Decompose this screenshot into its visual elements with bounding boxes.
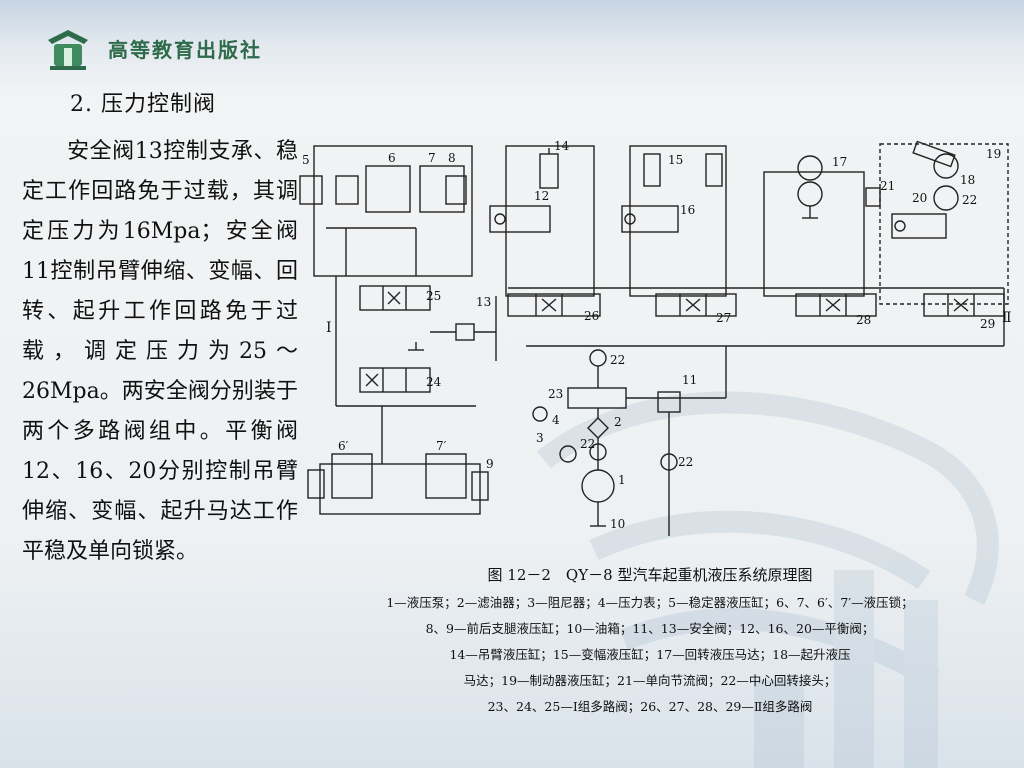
cylinder-14 [539,153,559,189]
cylinder-9 [471,471,489,501]
lock-6-prime [331,453,373,499]
balance-valve-20 [891,213,947,239]
label-15: 15 [668,153,683,167]
lock-7 [419,165,465,213]
label-17: 17 [832,155,847,169]
label-14: 14 [554,139,570,153]
label-22-top: 22 [962,193,977,207]
label-7-prime: 7′ [436,439,447,453]
hoist-motor-18 [933,153,959,179]
publisher-logo-icon [48,30,88,70]
valve-24 [359,367,431,393]
label-16: 16 [680,203,695,217]
label-27: 27 [716,311,731,325]
label-19: 19 [986,147,1001,161]
valve-27 [655,293,737,317]
label-8: 8 [448,151,456,165]
label-12: 12 [534,189,549,203]
body-paragraph: 安全阀13控制支承、稳定工作回路免于过载，其调定压力为16Mpa；安全阀11控制… [22,139,298,564]
valve-26 [507,293,601,317]
valve-25 [359,285,431,311]
label-7: 7 [428,151,436,165]
label-24: 24 [426,375,442,389]
pump-1 [581,469,615,503]
label-20: 20 [912,191,927,205]
lock-7-prime [425,453,467,499]
label-11: 11 [682,373,697,387]
valve-13 [455,323,475,341]
legend-line-3: 14—吊臂液压缸；15—变幅液压缸；17—回转液压马达；18—起升液压 [449,647,851,662]
label-28: 28 [856,313,871,327]
outrigger-block-front [313,145,473,277]
label-22-c: 22 [678,455,693,469]
label-22-b: 22 [580,437,595,451]
rotary-joint-22a [589,349,607,367]
label-10: 10 [610,517,625,531]
label-13: 13 [476,295,491,309]
safety-valve-11 [657,391,681,413]
publisher-name: 高等教育出版社 [108,38,262,62]
slewing-motor-17 [797,155,823,181]
label-26: 26 [584,309,599,323]
pressure-gauge-4 [532,406,548,422]
label-1: 1 [618,473,626,487]
valve-28 [795,293,877,317]
legend-line-4: 马达；19—制动器液压缸；21—单向节流阀；22—中心回转接头； [463,673,837,688]
figure-caption: 图 12－2 QY－8 型汽车起重机液压系统原理图 [487,566,813,584]
balance-valve-12 [489,205,551,233]
legend-line-2: 8、9—前后支腿液压缸；10—油箱；11、13—安全阀；12、16、20—平衡阀… [425,621,875,636]
cylinder-5 [299,175,323,205]
label-29: 29 [980,317,995,331]
brake-cylinder-19 [912,140,956,168]
rotary-joint-22c [660,453,678,471]
section-heading: 2. 压力控制阀 [70,92,216,117]
cylinder-8 [445,175,467,205]
label-6: 6 [388,151,396,165]
label-25: 25 [426,289,441,303]
throttle-valve-21 [865,187,881,207]
valve-23 [567,387,627,409]
label-2: 2 [614,415,622,429]
legend-line-5: 23、24、25—Ⅰ组多路阀；26、27、28、29—Ⅱ组多路阀 [487,699,813,714]
label-roman-2: Ⅱ [1002,310,1012,326]
label-3: 3 [536,431,544,445]
label-22-a: 22 [610,353,625,367]
hydraulic-schematic: 5 6 7 8 14 12 15 16 17 19 18 20 21 22 25… [299,139,1012,536]
lock-6 [365,165,411,213]
legend-line-1: 1—液压泵；2—滤油器；3—阻尼器；4—压力表；5—稳定器液压缸；6、7、6′、… [386,595,914,610]
label-6-prime: 6′ [338,439,349,453]
label-9: 9 [486,457,494,471]
watermark-graphic [537,391,999,768]
balance-valve-16 [621,205,679,233]
cylinder-15 [643,153,661,187]
label-4: 4 [552,413,560,427]
label-5: 5 [302,153,310,167]
label-18: 18 [960,173,975,187]
label-23: 23 [548,387,563,401]
label-21: 21 [880,179,895,193]
filter-2 [587,417,609,439]
label-roman-1: Ⅰ [326,320,332,336]
valve-29 [923,293,1005,317]
